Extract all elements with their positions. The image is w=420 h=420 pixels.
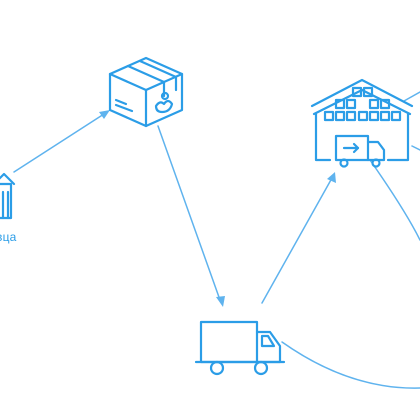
parcel-box-icon (108, 56, 184, 128)
delivery-truck-icon (194, 320, 286, 376)
connector-box-to-truck (157, 125, 225, 307)
connector-seller-to-box (13, 110, 110, 173)
connector-truck-to-right (281, 341, 420, 389)
connector-warehouse-down-right (369, 159, 420, 241)
connector-warehouse-to-right-top (403, 91, 420, 102)
warehouse-icon (310, 78, 414, 168)
seller-label: вца (0, 230, 17, 244)
connector-truck-to-warehouse (261, 172, 336, 304)
connector-warehouse-to-right-bottom (411, 145, 420, 151)
seller-building-icon (0, 172, 16, 220)
